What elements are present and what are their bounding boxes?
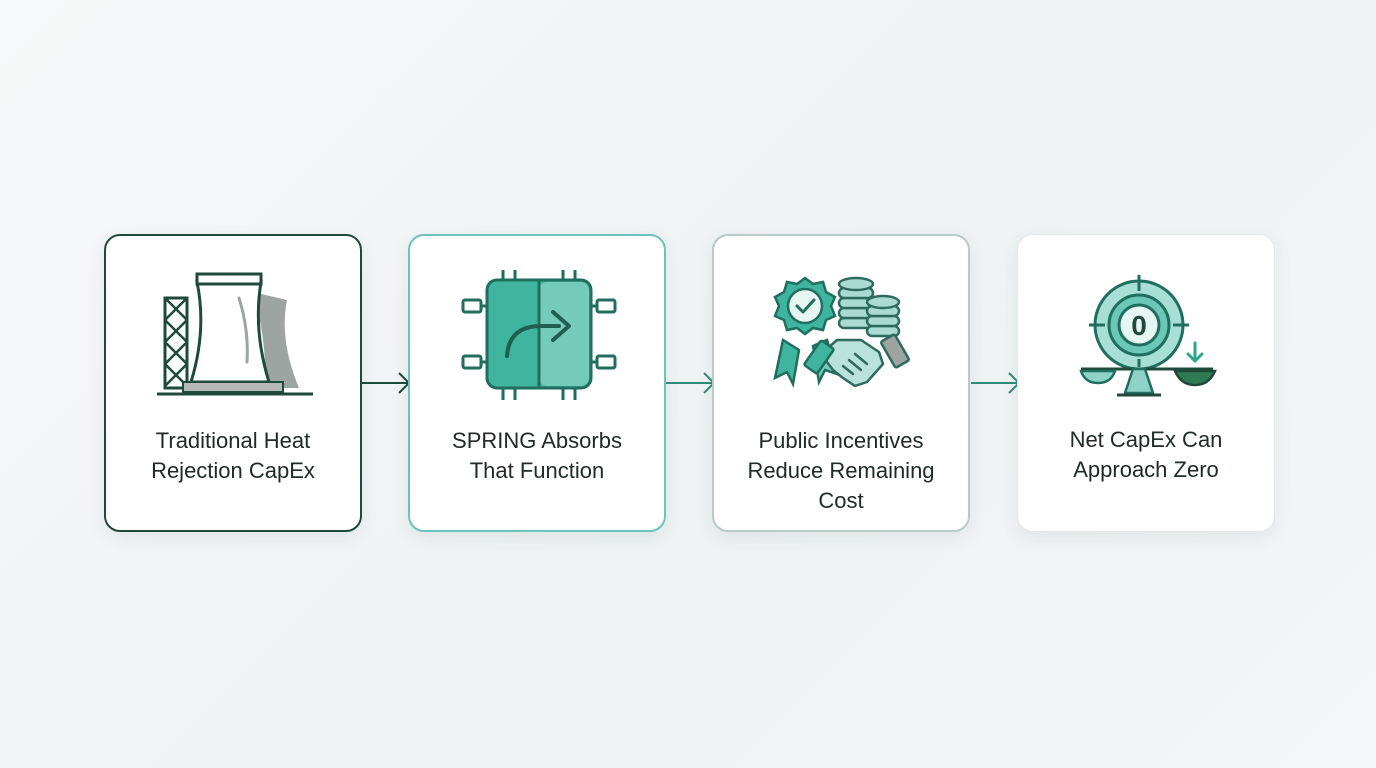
step-card-net-capex-zero: 0 Net CapEx Can Approach Zero [1017, 234, 1275, 532]
step-label: SPRING Absorbs That Function [452, 428, 622, 483]
step-card-public-incentives: Public Incentives Reduce Remaining Cost [712, 234, 970, 532]
zero-badge: 0 [1131, 310, 1147, 341]
step-label: Net CapEx Can Approach Zero [1069, 427, 1223, 482]
arrow-right-icon [666, 372, 716, 394]
chip-redirect-icon [461, 270, 617, 400]
step-card-traditional-capex: Traditional Heat Rejection CapEx [104, 234, 362, 532]
step-card-spring-absorbs: SPRING Absorbs That Function [408, 234, 666, 532]
zero-target-scale-icon: 0 [1079, 275, 1217, 397]
arrow-right-icon [361, 372, 411, 394]
incentives-handshake-icon [773, 276, 910, 388]
step-label: Traditional Heat Rejection CapEx [151, 428, 315, 483]
step-label: Public Incentives Reduce Remaining Cost [747, 428, 935, 513]
arrow-right-icon [971, 372, 1021, 394]
cooling-tower-icon [157, 272, 313, 396]
